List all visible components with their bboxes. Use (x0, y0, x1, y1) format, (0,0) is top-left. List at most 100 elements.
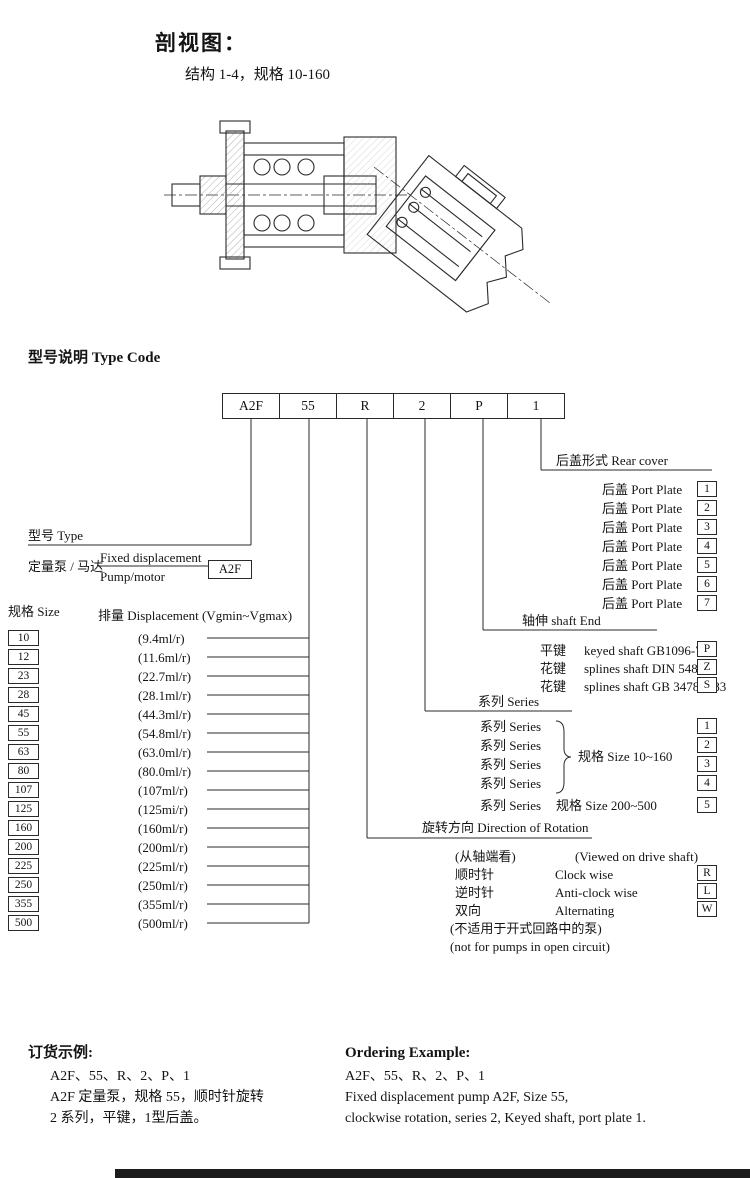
ordering-cn-line: A2F、55、R、2、P、1 (50, 1069, 191, 1084)
rotation-en: (Viewed on drive shaft) (575, 849, 699, 864)
type-cn: 定量泵 / 马达 (28, 559, 104, 574)
rotation-cn: 双向 (455, 903, 482, 918)
series-row-label: 系列 Series (480, 757, 542, 772)
drawing-centerline-angled (373, 166, 551, 304)
rear-cover-row-label: 后盖 Port Plate (602, 596, 683, 611)
size-code-box: 250 (8, 877, 39, 893)
size-displacement: (107ml/r) (138, 783, 188, 798)
series-code-box: 1 (697, 718, 717, 734)
type-code-row: A2F 55 R 2 P 1 (222, 393, 565, 419)
rear-cover-code-box: 6 (697, 576, 717, 592)
size-code-box: 28 (8, 687, 39, 703)
rotation-en: Alternating (555, 903, 615, 918)
shaft-end-cn: 花键 (540, 661, 567, 676)
rear-cover-code-box: 5 (697, 557, 717, 573)
rotation-label: 旋转方向 Direction of Rotation (422, 820, 589, 835)
pump-cross-section-drawing (164, 120, 551, 313)
size-displacement: (28.1ml/r) (138, 688, 192, 703)
ordering-cn-line: 2 系列，平键，1型后盖。 (50, 1111, 208, 1126)
bent-axis-cylinder-block (366, 154, 524, 313)
size-code-box: 45 (8, 706, 39, 722)
ordering-en-title: Ordering Example: (345, 1045, 471, 1061)
scan-artifact-bar (115, 1169, 750, 1178)
rotation-cn: (从轴端看) (455, 849, 516, 864)
rotation-code-box: W (697, 901, 717, 917)
type-en-line2: Pump/motor (100, 569, 166, 584)
size-displacement: (355ml/r) (138, 897, 188, 912)
displacement-header: 排量 Displacement (Vgmin~Vgmax) (98, 608, 293, 623)
rear-cover-row-label: 后盖 Port Plate (602, 539, 683, 554)
series-code-box: 4 (697, 775, 717, 791)
shaft-end-label: 轴伸 shaft End (522, 613, 601, 628)
type-code-segment: 2 (393, 393, 451, 419)
ordering-en-line: A2F、55、R、2、P、1 (345, 1069, 486, 1084)
size-code-box: 160 (8, 820, 39, 836)
size-displacement: (44.3ml/r) (138, 707, 192, 722)
type-code-segment: 1 (507, 393, 565, 419)
rotation-cn: 逆时针 (455, 885, 495, 900)
size-displacement: (63.0ml/r) (138, 745, 192, 760)
rotation-note-cn: (不适用于开式回路中的泵) (450, 921, 602, 936)
rear-cover-row-label: 后盖 Port Plate (602, 558, 683, 573)
center-body (343, 136, 397, 254)
ordering-cn-line: A2F 定量泵，规格 55，顺时针旋转 (50, 1090, 264, 1105)
shaft-end-en: keyed shaft GB1096-79 (584, 643, 709, 658)
size-code-box: 10 (8, 630, 39, 646)
size-displacement: (22.7ml/r) (138, 669, 192, 684)
rear-cover-row-label: 后盖 Port Plate (602, 520, 683, 535)
rear-cover-code-box: 3 (697, 519, 717, 535)
series-size-note: 规格 Size 10~160 (578, 749, 673, 764)
size-label: 规格 Size (8, 604, 60, 619)
rotation-en: Clock wise (555, 867, 614, 882)
series-row-label: 系列 Series (480, 719, 542, 734)
rotation-cn: 顺时针 (455, 867, 495, 882)
size-code-box: 55 (8, 725, 39, 741)
shaft-end-code-box: Z (697, 659, 717, 675)
series-brace (555, 720, 572, 794)
series-code-box: 3 (697, 756, 717, 772)
size-code-box: 500 (8, 915, 39, 931)
shaft-end-en: splines shaft DIN 5480 (584, 661, 705, 676)
series-label: 系列 Series (478, 694, 540, 709)
size-code-box: 200 (8, 839, 39, 855)
shaft-end-en: splines shaft GB 3478.1-83 (584, 679, 727, 694)
mounting-flange (219, 120, 251, 270)
section-title: 剖视图： (155, 31, 247, 55)
series-code-box: 2 (697, 737, 717, 753)
size-displacement: (11.6ml/r) (138, 650, 191, 665)
rear-cover-code-box: 4 (697, 538, 717, 554)
size-displacement: (160ml/r) (138, 821, 188, 836)
shaft-end-code-box: P (697, 641, 717, 657)
size-code-box: 355 (8, 896, 39, 912)
size-code-box: 225 (8, 858, 39, 874)
series-size-note: 规格 Size 200~500 (556, 798, 657, 813)
series-row-label: 系列 Series (480, 798, 542, 813)
size-code-box: 63 (8, 744, 39, 760)
type-code-segment: R (336, 393, 394, 419)
ordering-en-line: Fixed displacement pump A2F, Size 55, (345, 1090, 569, 1105)
size-displacement: (54.8ml/r) (138, 726, 192, 741)
rotation-code-box: L (697, 883, 717, 899)
size-code-box: 80 (8, 763, 39, 779)
size-code-box: 23 (8, 668, 39, 684)
ordering-en-line: clockwise rotation, series 2, Keyed shaf… (345, 1111, 646, 1126)
ordering-cn-title: 订货示例: (28, 1045, 93, 1061)
shaft-end-cn: 平键 (540, 643, 567, 658)
size-code-box: 12 (8, 649, 39, 665)
shaft-end-code-box: S (697, 677, 717, 693)
type-label: 型号 Type (28, 528, 84, 543)
series-code-box: 5 (697, 797, 717, 813)
size-code-box: 125 (8, 801, 39, 817)
rear-cover-label: 后盖形式 Rear cover (556, 453, 668, 468)
rear-cover-row-label: 后盖 Port Plate (602, 482, 683, 497)
series-row-label: 系列 Series (480, 738, 542, 753)
size-displacement: (80.0ml/r) (138, 764, 192, 779)
size-displacement: (225ml/r) (138, 859, 188, 874)
drive-shaft (171, 175, 227, 215)
rear-cover-code-box: 7 (697, 595, 717, 611)
rear-cover-row-label: 后盖 Port Plate (602, 577, 683, 592)
rotation-code-box: R (697, 865, 717, 881)
type-code-segment: A2F (222, 393, 280, 419)
rotation-note-en: (not for pumps in open circuit) (450, 939, 610, 954)
size-displacement: (200ml/r) (138, 840, 188, 855)
